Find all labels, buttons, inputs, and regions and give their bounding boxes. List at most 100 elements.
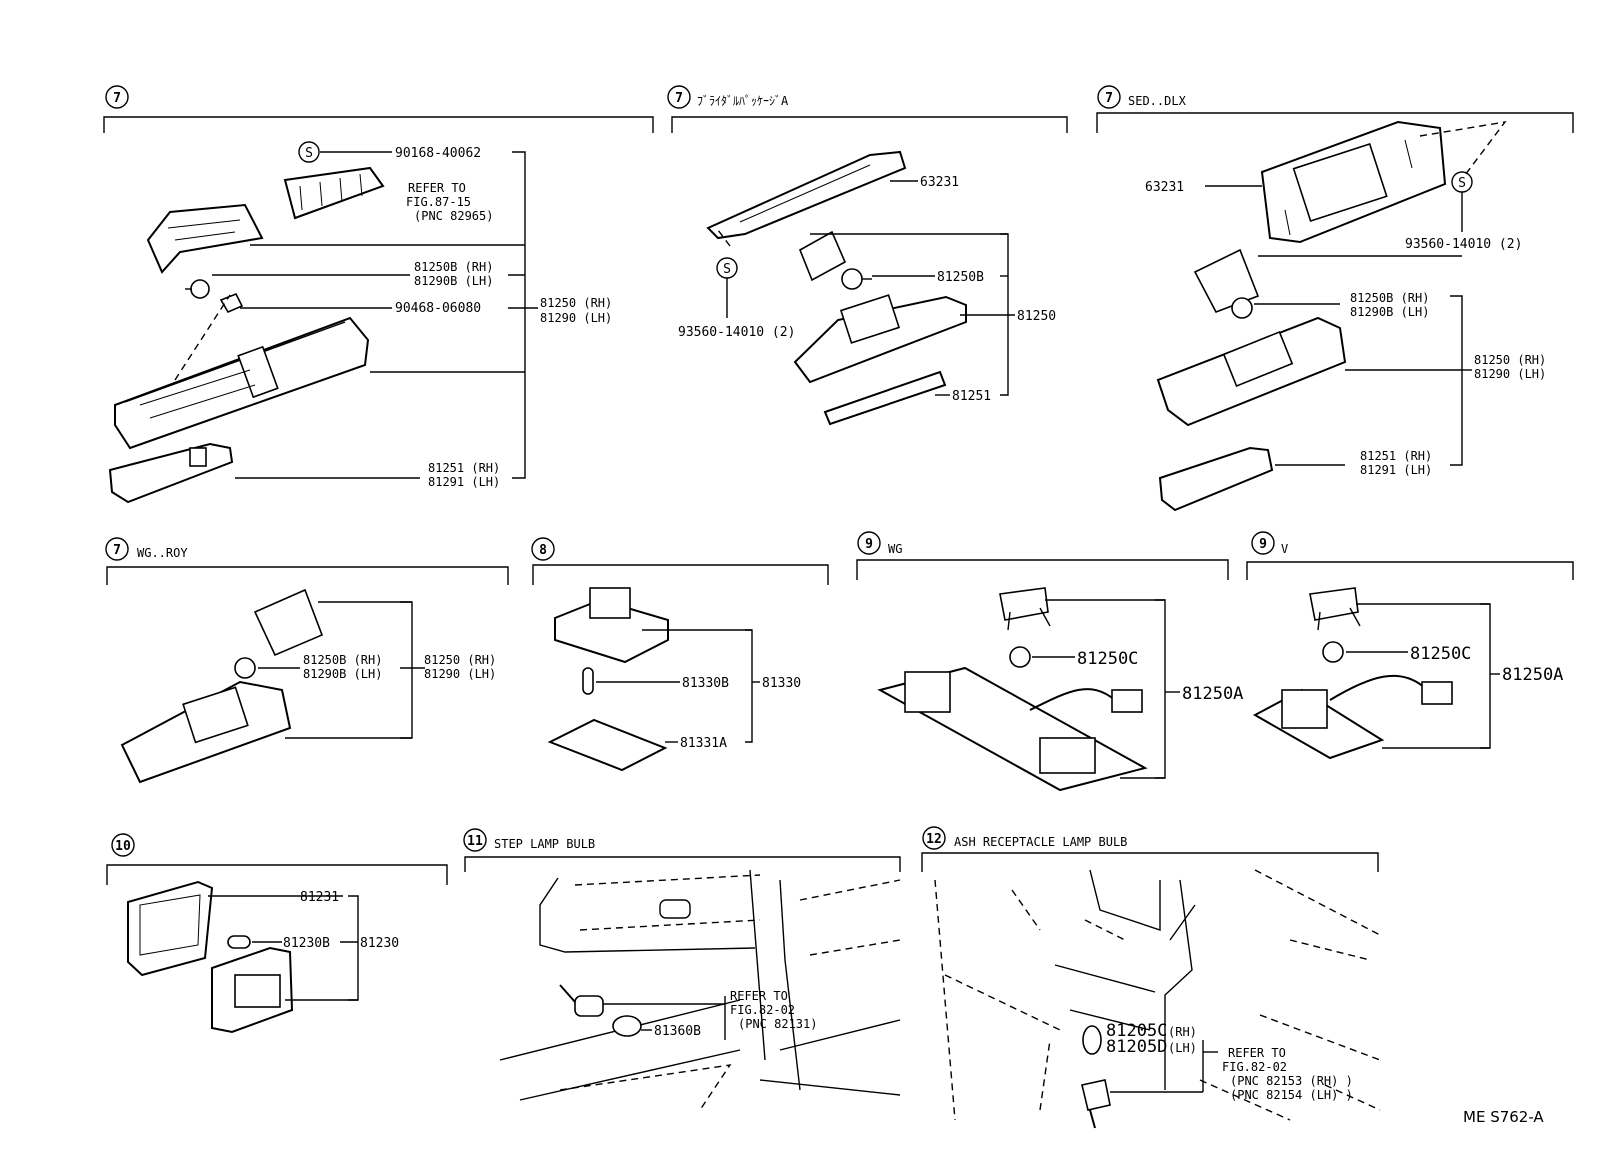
- section-number: 9: [865, 537, 873, 552]
- section-number-circle: [111, 833, 135, 857]
- label-81290B-LH: 81290B (LH): [303, 667, 382, 681]
- label-81290-LH: 81290 (LH): [540, 311, 612, 325]
- section-number-circle: [667, 85, 691, 109]
- label-81230: 81230: [360, 936, 399, 951]
- section-number: 11: [467, 834, 483, 849]
- section-bracket: [103, 116, 654, 133]
- label-81250-RH: 81250 (RH): [424, 653, 496, 667]
- section-bracket: [1096, 112, 1574, 133]
- section-9-v: 9 V 81250C 81250A: [1246, 531, 1574, 760]
- door-outline-part: [499, 869, 901, 1111]
- bulb-part: [612, 1015, 642, 1037]
- svg-text:S: S: [305, 146, 313, 161]
- section-7-bridal: 7 ﾌﾞﾗｲﾀﾞﾙﾊﾟｯｹｰｼﾞA S 632: [667, 85, 1068, 426]
- lamp-base-part: [554, 587, 669, 664]
- label-81290B-LH: 81290B (LH): [1350, 305, 1429, 319]
- section-11-step-lamp-bulb: 11 STEP LAMP BULB REFER TO FIG.82-02 (PN…: [463, 828, 901, 1111]
- socket-part: [798, 230, 847, 282]
- label-81250: 81250: [1017, 309, 1056, 324]
- section-8: 8 81330B 81330 81331A: [531, 537, 829, 772]
- label-81205D: 81205D: [1106, 1037, 1167, 1057]
- label-81251: 81251: [952, 389, 991, 404]
- section-12-ash-receptacle-lamp-bulb: 12 ASH RECEPTACLE LAMP BULB 81205C (R: [921, 826, 1381, 1129]
- section-number-circle: [105, 85, 129, 109]
- label-81250-RH: 81250 (RH): [1474, 353, 1546, 367]
- socket-part: [559, 984, 604, 1017]
- switch-housing-part: [146, 203, 264, 274]
- section-caption: ﾌﾞﾗｲﾀﾞﾙﾊﾟｯｹｰｼﾞA: [697, 94, 789, 108]
- label-81331A: 81331A: [680, 736, 727, 751]
- label-81291-LH: 81291 (LH): [428, 475, 500, 489]
- refer-fig: FIG.82-02: [1222, 1060, 1287, 1074]
- section-number: 7: [113, 543, 121, 558]
- lamp-housing-part: [793, 294, 967, 384]
- section-number-circle: [105, 537, 129, 561]
- refer-to: REFER TO: [730, 989, 788, 1003]
- label-81250A: 81250A: [1182, 684, 1243, 704]
- bulb-part: [185, 279, 210, 299]
- label-81231: 81231: [300, 890, 339, 905]
- drawing-code: ME S762-A: [1463, 1108, 1544, 1126]
- section-caption: V: [1281, 542, 1288, 556]
- section-bracket: [106, 566, 509, 585]
- section-9-wg: 9 WG 81250C 81250A: [856, 531, 1243, 792]
- label-81360B: 81360B: [654, 1024, 701, 1039]
- label-63231: 63231: [1145, 180, 1184, 195]
- section-caption: SED..DLX: [1128, 94, 1187, 108]
- label-90468-06080: 90468-06080: [395, 301, 481, 316]
- section-bracket: [464, 856, 901, 872]
- clip-part: [219, 292, 244, 314]
- refer-pnc: (PNC 82965): [414, 209, 493, 223]
- section-10: 10 81231 81230B 81230: [106, 833, 448, 1034]
- bulb-part: [1322, 641, 1344, 663]
- socket-part: [253, 588, 324, 657]
- label-81250B-RH: 81250B (RH): [1350, 291, 1429, 305]
- refer-to: REFER TO: [1228, 1046, 1286, 1060]
- label-81330: 81330: [762, 676, 801, 691]
- label-90168-40062: 90168-40062: [395, 146, 481, 161]
- section-number-circle: [857, 531, 881, 555]
- label-81330B: 81330B: [682, 676, 729, 691]
- bulb-part: [227, 935, 251, 949]
- lamp-housing-part: [114, 316, 370, 450]
- screw-part: [283, 166, 385, 220]
- section-bracket: [856, 559, 1229, 580]
- label-81205C: 81205C: [1106, 1021, 1167, 1041]
- section-7-wg-roy: 7 WG..ROY 81250B (RH) 81290B (LH) 81250 …: [105, 537, 509, 784]
- bulb-part: [841, 268, 872, 290]
- section-number-circle: [1251, 531, 1275, 555]
- section-bracket: [671, 116, 1068, 133]
- section-number: 12: [926, 832, 942, 847]
- bracket-63231-part: [1260, 120, 1447, 244]
- label-81250A: 81250A: [1502, 665, 1563, 685]
- section-number-circle: [531, 537, 555, 561]
- socket-part: [1193, 248, 1260, 314]
- refer-pnc-rh: (PNC 82153 (RH) ): [1230, 1074, 1353, 1088]
- socket-part: [1081, 1079, 1111, 1129]
- refer-fig: FIG.87-15: [406, 195, 471, 209]
- bulb-part: [234, 657, 256, 679]
- lens-part: [108, 442, 234, 504]
- label-81251-RH: 81251 (RH): [428, 461, 500, 475]
- section-bracket: [532, 564, 829, 585]
- label-81230B: 81230B: [283, 936, 330, 951]
- section-caption: ASH RECEPTACLE LAMP BULB: [954, 835, 1127, 849]
- lamp-base-part: [211, 946, 294, 1034]
- lens-part: [1158, 446, 1274, 512]
- section-number: 7: [1105, 91, 1113, 106]
- refer-fig: FIG.82-02: [730, 1003, 795, 1017]
- label-81290-LH: 81290 (LH): [424, 667, 496, 681]
- label-93560-14010: 93560-14010 (2): [1405, 237, 1522, 252]
- label-81290B-LH: 81290B (LH): [414, 274, 493, 288]
- section-number-circle: [922, 826, 946, 850]
- bulb-part: [582, 667, 594, 695]
- label-81205C-rh: (RH): [1168, 1025, 1197, 1039]
- section-number: 10: [115, 839, 131, 854]
- lamp-housing-part: [120, 680, 292, 784]
- label-81205D-lh: (LH): [1168, 1041, 1197, 1055]
- console-outline-part: [934, 869, 1381, 1121]
- section-bracket: [1246, 561, 1574, 580]
- section-number-circle: [1097, 85, 1121, 109]
- lamp-housing-part: [1156, 316, 1347, 427]
- section-bracket: [106, 864, 448, 885]
